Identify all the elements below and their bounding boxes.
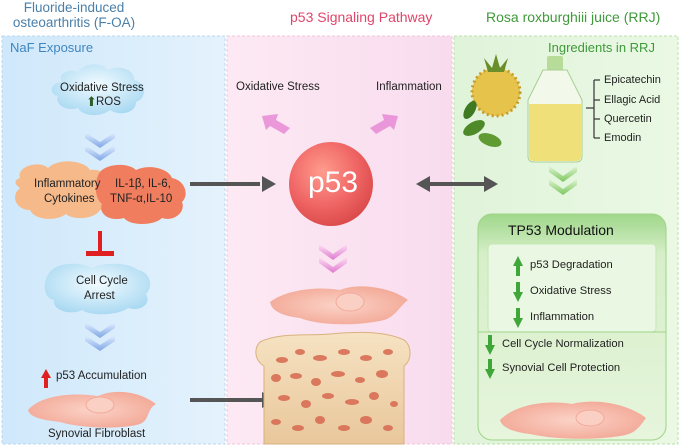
ingredient-bracket (586, 79, 600, 139)
green-down-arrow-1 (513, 282, 523, 302)
green-down-arrow-4 (485, 359, 495, 379)
ros-cloud (51, 64, 145, 116)
ingredient-quercetin: Quercetin (604, 113, 652, 125)
inflammation-middle-label: Inflammation (376, 81, 442, 93)
modulation-oxidative-stress: Oxidative Stress (530, 285, 612, 297)
modulation-p53-degradation: p53 Degradation (530, 259, 613, 271)
ros-label: ROS (96, 96, 121, 108)
arrest-label: Arrest (84, 290, 115, 302)
green-down-arrow-2 (513, 308, 523, 328)
right-panel-title: Ingredients in RRJ (548, 40, 655, 55)
cell-cycle-label: Cell Cycle (76, 275, 128, 287)
pink-arrow-upright (370, 114, 398, 134)
synovial-fibroblast-label: Synovial Fibroblast (48, 428, 146, 440)
inhibit-bar-stem (98, 231, 102, 251)
tp53-modulation-title: TP53 Modulation (508, 222, 614, 238)
arrow-cytokines-to-p53 (190, 176, 276, 192)
oxidative-stress-left-label: Oxidative Stress (60, 82, 144, 94)
header-right: Rosa roxburghiii juice (RRJ) (486, 9, 661, 25)
green-down-arrow-3 (485, 335, 495, 355)
oxidative-stress-middle-label: Oxidative Stress (236, 81, 320, 93)
rrj-protected-nucleus (575, 409, 605, 427)
rosa-fruit-image (463, 54, 522, 147)
header-middle: p53 Signaling Pathway (290, 9, 433, 25)
down-chevrons-middle (319, 244, 347, 273)
inhibit-bar-top (86, 251, 114, 256)
pink-arrow-upleft (262, 114, 290, 134)
ingredient-ellagic-acid: Ellagic Acid (604, 94, 661, 106)
middle-fibroblast-nucleus (335, 292, 365, 312)
left-panel-title: NaF Exposure (10, 40, 94, 55)
double-arrow-p53-rrj (416, 176, 498, 192)
cytokine-cloud-red (95, 164, 186, 224)
green-up-arrow (513, 256, 523, 276)
cell-cycle-blob (44, 263, 151, 315)
down-chevrons-right (549, 166, 577, 195)
modulation-cell-cycle-normalization: Cell Cycle Normalization (502, 338, 624, 350)
cytokine-list-line1: IL-1β, IL-6, (115, 178, 171, 190)
cytokine-cloud-orange (15, 161, 114, 219)
cytokines-label: Cytokines (44, 193, 95, 205)
p53-circle (289, 142, 373, 226)
p53-label: p53 (308, 166, 359, 199)
down-chevrons-left-1 (85, 132, 115, 161)
modulation-synovial-cell-protection: Synovial Cell Protection (502, 362, 621, 374)
p53-accumulation-label: p53 Accumulation (56, 370, 147, 382)
juice-bottle-image (527, 56, 583, 163)
ingredient-epicatechin: Epicatechin (604, 74, 661, 86)
fibroblast-nucleus (85, 396, 115, 414)
cytokine-list-line2: TNF-α,IL-10 (110, 193, 173, 205)
header-left: Fluoride-induced osteoarthritis (F-OA) (12, 0, 136, 30)
rrj-protected-cell (500, 401, 646, 439)
red-up-arrow (41, 369, 51, 388)
up-arrow-ros: ⬆ (86, 94, 97, 109)
modulation-inflammation: Inflammation (530, 311, 595, 323)
down-chevrons-left-2 (85, 322, 115, 351)
inflammatory-label: Inflammatory (34, 178, 101, 190)
bone-pores (271, 349, 398, 431)
ingredient-emodin: Emodin (604, 132, 642, 144)
bone-tissue (255, 331, 411, 445)
